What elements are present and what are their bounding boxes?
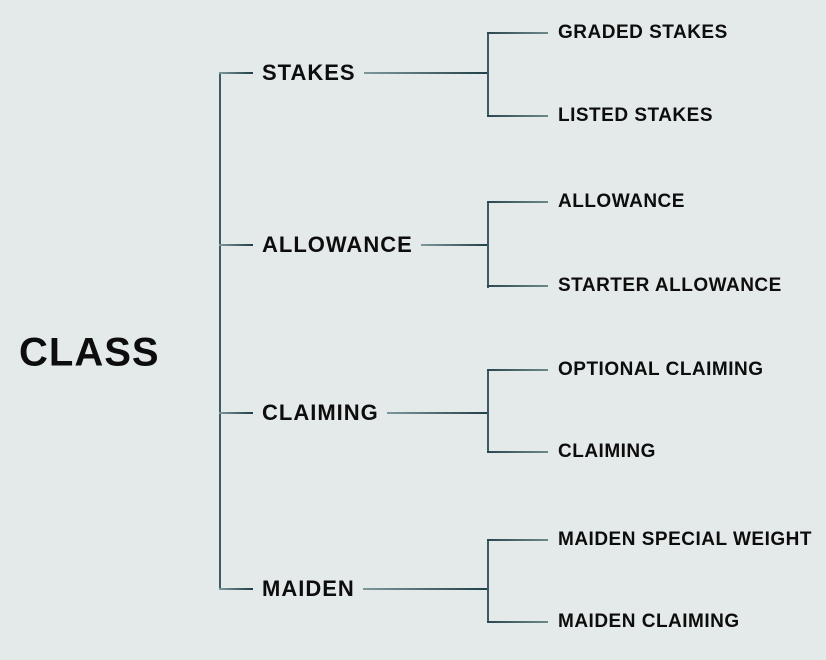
leaf-stub-line bbox=[487, 539, 548, 541]
bracket-line-stakes bbox=[487, 32, 489, 117]
leaf-stub-line bbox=[487, 451, 548, 453]
leaf-row-claiming: CLAIMING bbox=[487, 441, 826, 463]
leaf-row-optional-claiming: OPTIONAL CLAIMING bbox=[487, 359, 826, 381]
trunk-line bbox=[219, 72, 221, 590]
leaf-label-listed-stakes: LISTED STAKES bbox=[558, 105, 713, 126]
branch-label-maiden: MAIDEN bbox=[262, 576, 355, 601]
branch-row-claiming: CLAIMING bbox=[219, 400, 489, 426]
bracket-line-allowance bbox=[487, 201, 489, 288]
leaf-stub-line bbox=[487, 201, 548, 203]
branch-row-allowance: ALLOWANCE bbox=[219, 232, 489, 258]
branch-row-maiden: MAIDEN bbox=[219, 576, 489, 602]
leaf-row-graded-stakes: GRADED STAKES bbox=[487, 22, 826, 44]
branch-connector-line bbox=[420, 244, 489, 246]
leaf-stub-line bbox=[487, 285, 548, 287]
leaf-row-maiden-special-weight: MAIDEN SPECIAL WEIGHT bbox=[487, 529, 826, 551]
leaf-row-listed-stakes: LISTED STAKES bbox=[487, 105, 826, 127]
branch-connector-line bbox=[363, 72, 489, 74]
bracket-line-claiming bbox=[487, 369, 489, 453]
leaf-label-claiming: CLAIMING bbox=[558, 441, 656, 462]
branch-stub-line bbox=[219, 412, 253, 414]
leaf-stub-line bbox=[487, 621, 548, 623]
leaf-label-maiden-claiming: MAIDEN CLAIMING bbox=[558, 611, 740, 632]
branch-stub-line bbox=[219, 72, 253, 74]
leaf-stub-line bbox=[487, 369, 548, 371]
bracket-line-maiden bbox=[487, 539, 489, 623]
leaf-row-maiden-claiming: MAIDEN CLAIMING bbox=[487, 611, 826, 633]
branch-row-stakes: STAKES bbox=[219, 60, 489, 86]
leaf-label-starter-allowance: STARTER ALLOWANCE bbox=[558, 275, 782, 296]
root-label: CLASS bbox=[19, 330, 160, 375]
leaf-row-starter-allowance: STARTER ALLOWANCE bbox=[487, 275, 826, 297]
leaf-label-graded-stakes: GRADED STAKES bbox=[558, 22, 728, 43]
branch-stub-line bbox=[219, 244, 253, 246]
leaf-label-optional-claiming: OPTIONAL CLAIMING bbox=[558, 359, 764, 380]
branch-connector-line bbox=[362, 588, 489, 590]
leaf-stub-line bbox=[487, 115, 548, 117]
leaf-label-allowance: ALLOWANCE bbox=[558, 191, 685, 212]
branch-stub-line bbox=[219, 588, 253, 590]
leaf-row-allowance: ALLOWANCE bbox=[487, 191, 826, 213]
branch-label-allowance: ALLOWANCE bbox=[262, 232, 413, 257]
leaf-label-maiden-special-weight: MAIDEN SPECIAL WEIGHT bbox=[558, 529, 812, 550]
branch-label-claiming: CLAIMING bbox=[262, 400, 379, 425]
leaf-stub-line bbox=[487, 32, 548, 34]
branch-label-stakes: STAKES bbox=[262, 60, 356, 85]
branch-connector-line bbox=[386, 412, 489, 414]
